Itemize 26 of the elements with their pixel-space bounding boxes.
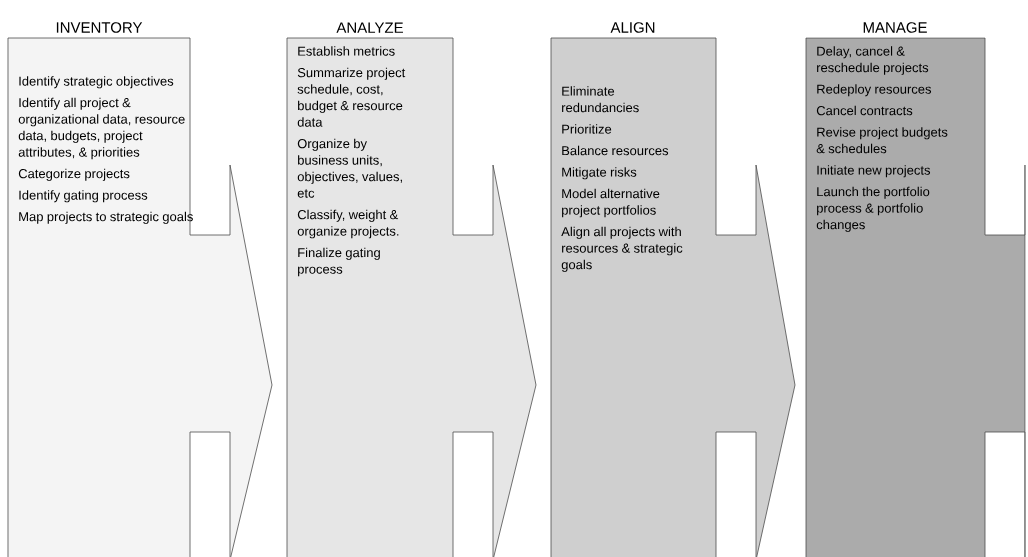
list-item: Map projects to strategic goals — [19, 211, 193, 224]
list-item: Align all projects with resources & strategic goals — [561, 226, 683, 272]
list-item: Eliminate redundancies — [562, 86, 639, 113]
list-item: Delay, cancel & reschedule projects — [817, 46, 929, 75]
column-heading: ANALYZE — [336, 22, 403, 33]
list-item: Categorize projects — [18, 168, 130, 181]
list-item: Identify gating process — [19, 190, 148, 203]
list-item: Launch the portfolio process & portfolio changes — [816, 186, 930, 232]
list-item: Cancel contracts — [816, 105, 913, 116]
list-item: Organize by business units, objectives, values, etc — [297, 138, 402, 198]
list-item: Identify all project & organizational data, resource data, budgets, project attributes, & priorities — [18, 97, 185, 160]
list-item: Balance resources — [562, 145, 669, 156]
column-heading: MANAGE — [863, 22, 927, 33]
list-item: Establish metrics — [298, 46, 395, 56]
list-item: Summarize project schedule, cost, budget & resource data — [297, 67, 406, 127]
list-item: Finalize gating process — [298, 247, 380, 277]
list-item: Prioritize — [562, 124, 612, 134]
list-item: Initiate new projects — [817, 165, 931, 178]
list-item: Mitigate risks — [562, 167, 637, 180]
list-item: Identify strategic objectives — [19, 76, 174, 89]
list-item: Revise project budgets & schedules — [816, 127, 948, 154]
list-item: Classify, weight & organize projects. — [297, 209, 399, 239]
list-item: Redeploy resources — [817, 84, 932, 97]
column-heading: INVENTORY — [56, 22, 143, 33]
list-item: Model alternative project portfolios — [562, 188, 660, 218]
column-heading: ALIGN — [610, 22, 655, 33]
